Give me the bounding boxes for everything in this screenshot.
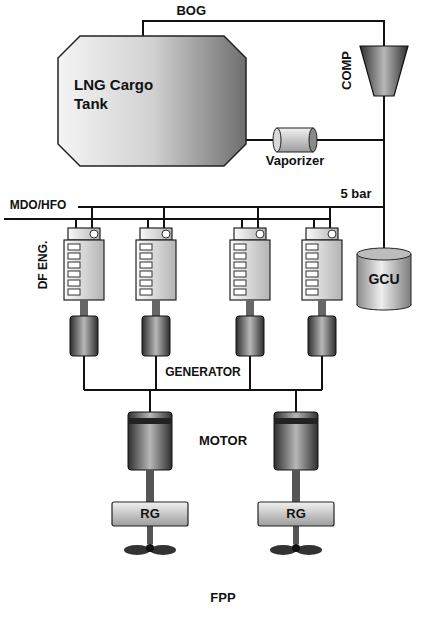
reduction-gear: RG — [258, 502, 334, 526]
vaporizer-cap — [309, 128, 317, 152]
gas-combustion-unit: GCU — [355, 246, 413, 312]
fuel-line-label: MDO/HFO — [10, 199, 67, 213]
gear-box — [258, 502, 334, 526]
cargo-tank: LNG Cargo Tank — [58, 36, 246, 166]
gcu-side — [357, 254, 358, 305]
engine-generator-set — [64, 207, 104, 390]
motor-drive — [124, 390, 176, 555]
node-text: Vaporizer — [266, 154, 325, 169]
vaporizer-symbol — [273, 128, 317, 152]
tank-shape — [58, 36, 246, 166]
vaporizer: Vaporizer — [252, 126, 338, 174]
motor-drive — [270, 390, 322, 555]
vaporizer-body — [277, 128, 313, 152]
reduction-gear: RG — [112, 502, 188, 526]
propeller-label: FPP — [210, 591, 235, 606]
gcu-body — [357, 254, 411, 305]
line-label: BOG — [176, 4, 206, 19]
generator-label: GENERATOR — [165, 366, 241, 380]
electric-bus — [84, 389, 322, 391]
motor-label: MOTOR — [199, 434, 247, 449]
gcu-top — [357, 248, 411, 260]
node-text: COMP — [340, 51, 355, 90]
compressor: COMP — [338, 42, 410, 98]
fuel-oil-line — [4, 218, 330, 220]
node-text: LNG Cargo Tank — [74, 76, 160, 114]
gear-box — [112, 502, 188, 526]
vaporizer-outlet-line — [317, 139, 384, 141]
node-text: RG — [140, 507, 160, 522]
engine-generator-set — [302, 207, 342, 390]
engine-label: DF ENG. — [37, 241, 51, 290]
node-text: GCU — [368, 271, 399, 287]
gcu-symbol — [357, 248, 411, 310]
engine-generator-set — [136, 207, 176, 390]
tank-vaporizer-line — [246, 139, 273, 141]
vaporizer-cap — [273, 128, 281, 152]
pressure-label: 5 bar — [340, 187, 371, 202]
gcu-side — [411, 254, 412, 305]
engine-generator-set — [230, 207, 270, 390]
compressor-gcu-line — [383, 96, 385, 248]
node-text: RG — [286, 507, 306, 522]
gas-header-line — [78, 206, 384, 208]
compressor-symbol — [360, 46, 408, 96]
